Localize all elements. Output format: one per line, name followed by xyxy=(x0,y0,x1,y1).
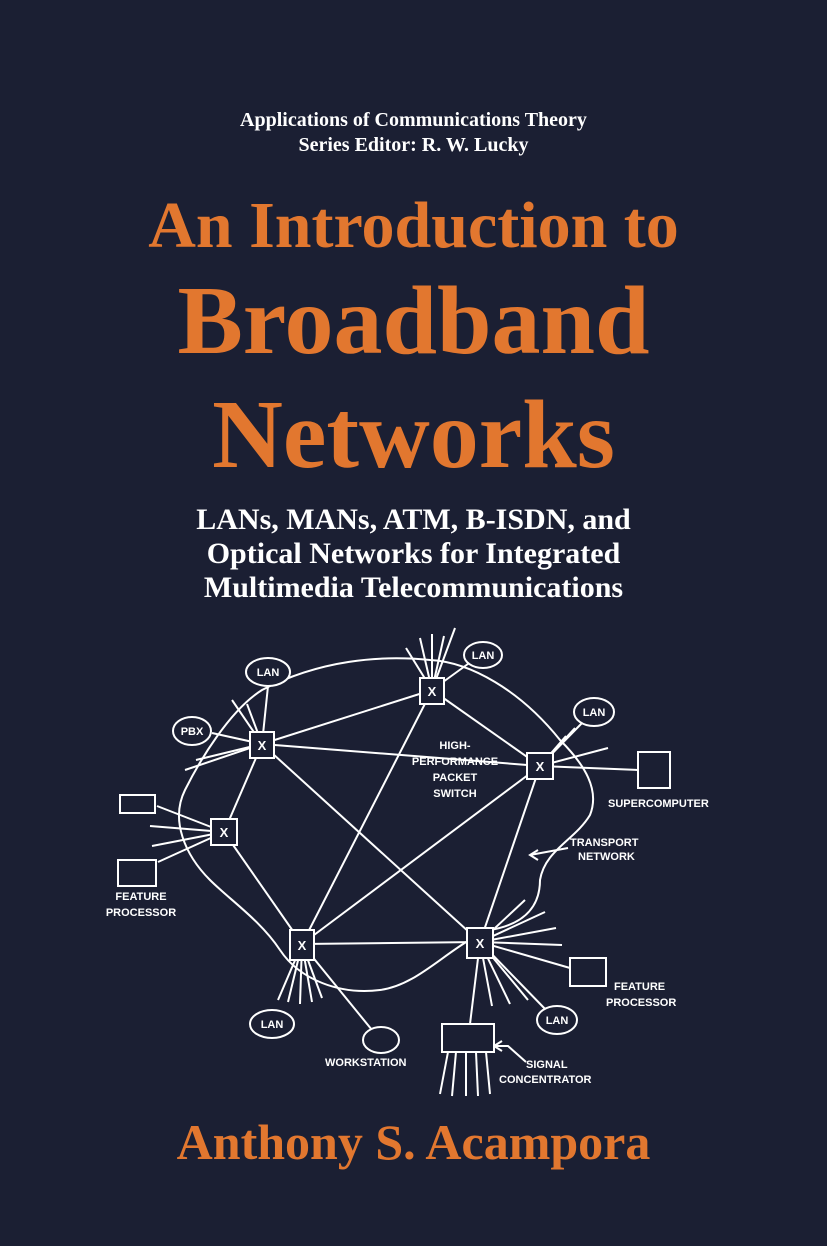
switch-upper-left xyxy=(249,731,275,759)
switch-label: X xyxy=(536,759,545,774)
lan-label: LAN xyxy=(261,1019,284,1031)
lan-node-5 xyxy=(536,1005,578,1035)
switch-label: X xyxy=(428,684,437,699)
title-line-1: An Introduction to xyxy=(148,189,679,262)
subtitle: LANs, MANs, ATM, B-ISDN, and Optical Net… xyxy=(0,503,827,605)
author-name: Anthony S. Acampora xyxy=(176,1114,651,1170)
switch-label: X xyxy=(220,825,229,840)
lan-label: LAN xyxy=(546,1015,569,1027)
title-line-3: Networks xyxy=(212,381,615,489)
lan-node-4 xyxy=(249,1009,295,1039)
feature-processor-box-right xyxy=(569,957,607,987)
signal-concentrator-label: SIGNAL CONCENTRATOR xyxy=(499,1059,592,1086)
signal-concentrator-box xyxy=(441,1023,495,1053)
series-editor: Series Editor: R. W. Lucky xyxy=(298,134,529,156)
switch-top xyxy=(419,677,445,705)
switch-label: X xyxy=(298,938,307,953)
pbx-label: PBX xyxy=(181,726,204,738)
svg-text:FEATURE: FEATURE xyxy=(614,981,665,993)
lan-label: LAN xyxy=(472,650,495,662)
svg-text:SWITCH: SWITCH xyxy=(433,788,476,800)
svg-text:PROCESSOR: PROCESSOR xyxy=(606,997,676,1009)
lan-node-1 xyxy=(245,657,291,687)
svg-text:FEATURE: FEATURE xyxy=(115,891,166,903)
switch-label: X xyxy=(258,738,267,753)
switch-bottom-right xyxy=(466,927,494,959)
series-title: Applications of Communications Theory Se… xyxy=(0,108,827,158)
svg-text:HIGH-: HIGH- xyxy=(439,740,471,752)
subtitle-line-2: Optical Networks for Integrated xyxy=(206,537,621,570)
lan-label: LAN xyxy=(257,667,280,679)
subtitle-line-3: Multimedia Telecommunications xyxy=(203,571,624,604)
svg-text:PROCESSOR: PROCESSOR xyxy=(106,907,176,919)
svg-text:PACKET: PACKET xyxy=(433,772,478,784)
feature-processor-box-left xyxy=(117,859,157,887)
supercomputer-label: SUPERCOMPUTER xyxy=(608,798,709,810)
transport-network-cloud xyxy=(178,657,595,992)
network-diagram: X X X X X X LAN LAN LAN PBX LAN LAN HIGH… xyxy=(106,627,709,1097)
lan-label: LAN xyxy=(583,707,606,719)
device-box-left xyxy=(119,794,156,814)
lan-node-3 xyxy=(573,697,615,727)
subtitle-line-1: LANs, MANs, ATM, B-ISDN, and xyxy=(196,503,631,536)
pbx-node xyxy=(172,716,212,746)
series-name: Applications of Communications Theory xyxy=(240,109,587,131)
lan-node-2 xyxy=(463,641,503,669)
switch-left xyxy=(210,818,238,846)
switch-label: X xyxy=(476,936,485,951)
high-performance-switch-label: HIGH- PERFORMANCE PACKET SWITCH xyxy=(412,740,498,800)
transport-network-label: TRANSPORT NETWORK xyxy=(570,837,639,863)
svg-text:TRANSPORT: TRANSPORT xyxy=(570,837,639,849)
title-line-2: Broadband xyxy=(177,267,650,375)
workstation-label: WORKSTATION xyxy=(325,1057,407,1069)
svg-text:SIGNAL: SIGNAL xyxy=(526,1059,568,1071)
switch-bottom-left xyxy=(289,929,315,961)
switch-right xyxy=(526,752,554,780)
svg-text:NETWORK: NETWORK xyxy=(578,851,635,863)
feature-processor-label-left: FEATURE PROCESSOR xyxy=(106,891,176,919)
feature-processor-label-right: FEATURE PROCESSOR xyxy=(606,981,676,1009)
workstation-node xyxy=(362,1026,400,1054)
svg-text:CONCENTRATOR: CONCENTRATOR xyxy=(499,1074,592,1086)
supercomputer-box xyxy=(637,751,671,789)
svg-text:PERFORMANCE: PERFORMANCE xyxy=(412,756,498,768)
